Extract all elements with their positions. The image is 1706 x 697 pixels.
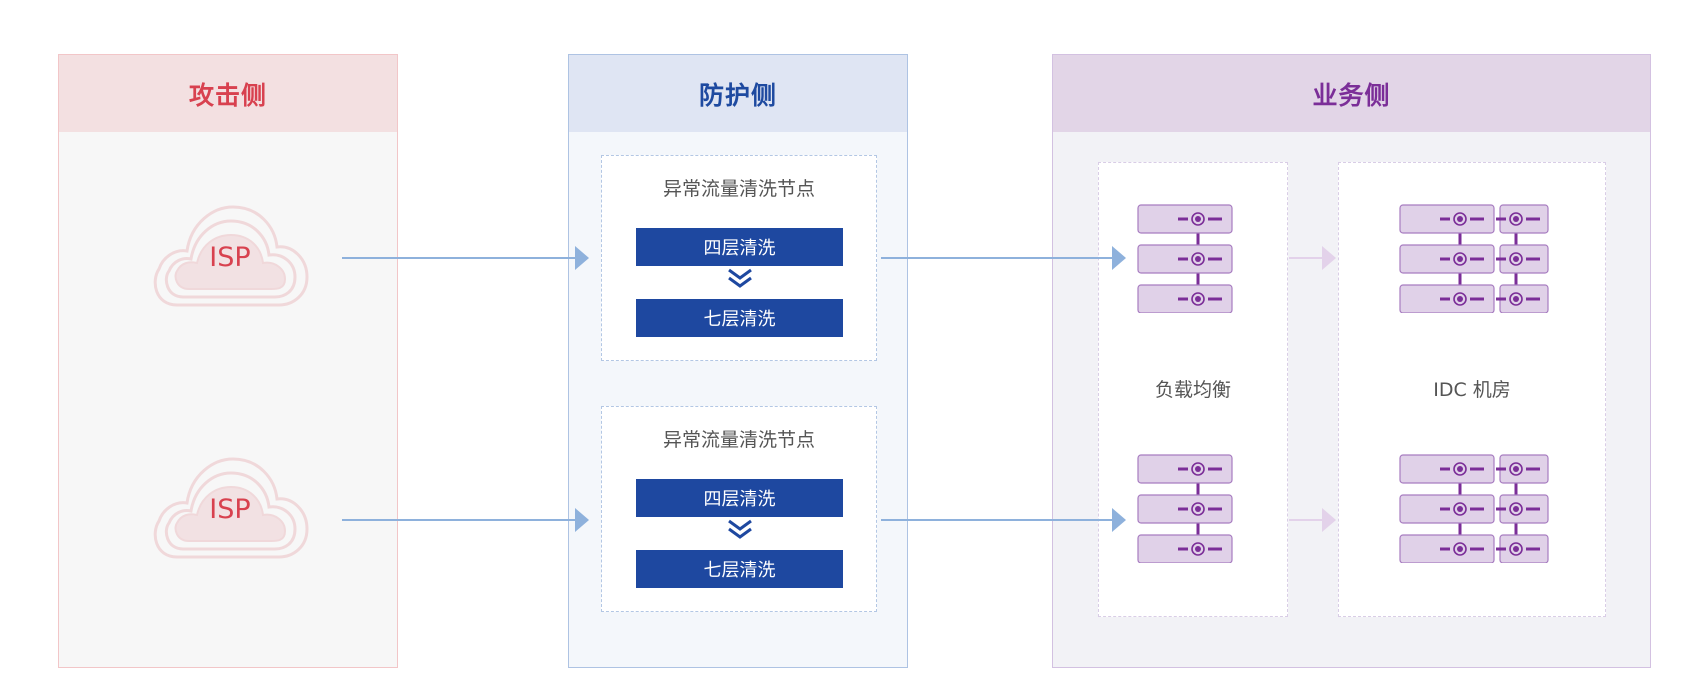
- attack-side-column: 攻击侧 ISP ISP: [58, 54, 398, 668]
- server-stack-icon: [1137, 454, 1233, 563]
- server-unit: [1496, 244, 1549, 274]
- defense-side-title: 防护侧: [569, 55, 907, 132]
- server-unit: [1496, 284, 1549, 313]
- server-unit: [1399, 494, 1495, 524]
- layer4-scrub-step: 四层清洗: [636, 479, 843, 517]
- business-side-column: 业务侧 负载均衡 IDC 机房: [1052, 54, 1651, 668]
- server-unit: [1496, 454, 1549, 484]
- layer7-scrub-step: 七层清洗: [636, 299, 843, 337]
- server-unit: [1137, 534, 1233, 563]
- server-unit: [1137, 494, 1233, 524]
- layer4-scrub-step: 四层清洗: [636, 228, 843, 266]
- idc-label: IDC 机房: [1433, 379, 1511, 401]
- server-rack-icon: [1399, 454, 1549, 563]
- server-unit: [1399, 244, 1495, 274]
- isp-cloud-2: ISP: [147, 441, 313, 577]
- flow-arrow-node1-to-lb: [881, 246, 1126, 270]
- chevron-down-icon: [728, 519, 752, 539]
- layer7-scrub-step: 七层清洗: [636, 550, 843, 588]
- business-side-title: 业务侧: [1053, 55, 1650, 132]
- scrub-node-2: 异常流量清洗节点 四层清洗 七层清洗: [601, 406, 877, 612]
- server-unit: [1399, 454, 1495, 484]
- server-unit: [1137, 244, 1233, 274]
- server-unit: [1137, 204, 1233, 234]
- flow-arrow-isp2-to-node2: [342, 508, 589, 532]
- cloud-icon: [153, 205, 309, 307]
- attack-side-title: 攻击侧: [59, 55, 397, 132]
- cloud-icon: [153, 457, 309, 559]
- isp-label: ISP: [209, 493, 251, 525]
- chevron-down-icon: [728, 268, 752, 288]
- scrub-node-1: 异常流量清洗节点 四层清洗 七层清洗: [601, 155, 877, 361]
- flow-arrow-isp1-to-node1: [342, 246, 589, 270]
- load-balancer-group: 负载均衡: [1098, 162, 1288, 617]
- server-unit: [1399, 534, 1495, 563]
- server-unit: [1496, 204, 1549, 234]
- server-unit: [1137, 284, 1233, 313]
- load-balancer-label: 负载均衡: [1154, 379, 1231, 401]
- idc-group: IDC 机房: [1338, 162, 1606, 617]
- server-rack-icon: [1399, 204, 1549, 313]
- server-stack-icon: [1137, 204, 1233, 313]
- server-unit: [1496, 534, 1549, 563]
- isp-label: ISP: [209, 241, 251, 273]
- scrub-node-title: 异常流量清洗节点: [662, 429, 815, 451]
- server-unit: [1137, 454, 1233, 484]
- internal-arrow-lb-to-idc-bottom: [1289, 508, 1336, 532]
- scrub-node-title: 异常流量清洗节点: [662, 178, 815, 200]
- server-unit: [1399, 284, 1495, 313]
- server-unit: [1399, 204, 1495, 234]
- isp-cloud-1: ISP: [147, 189, 313, 325]
- flow-arrow-node2-to-lb: [881, 508, 1126, 532]
- server-unit: [1496, 494, 1549, 524]
- internal-arrow-lb-to-idc-top: [1289, 246, 1336, 270]
- defense-side-column: 防护侧 异常流量清洗节点 四层清洗 七层清洗 异常流量清洗节点 四层清洗 七层清…: [568, 54, 908, 668]
